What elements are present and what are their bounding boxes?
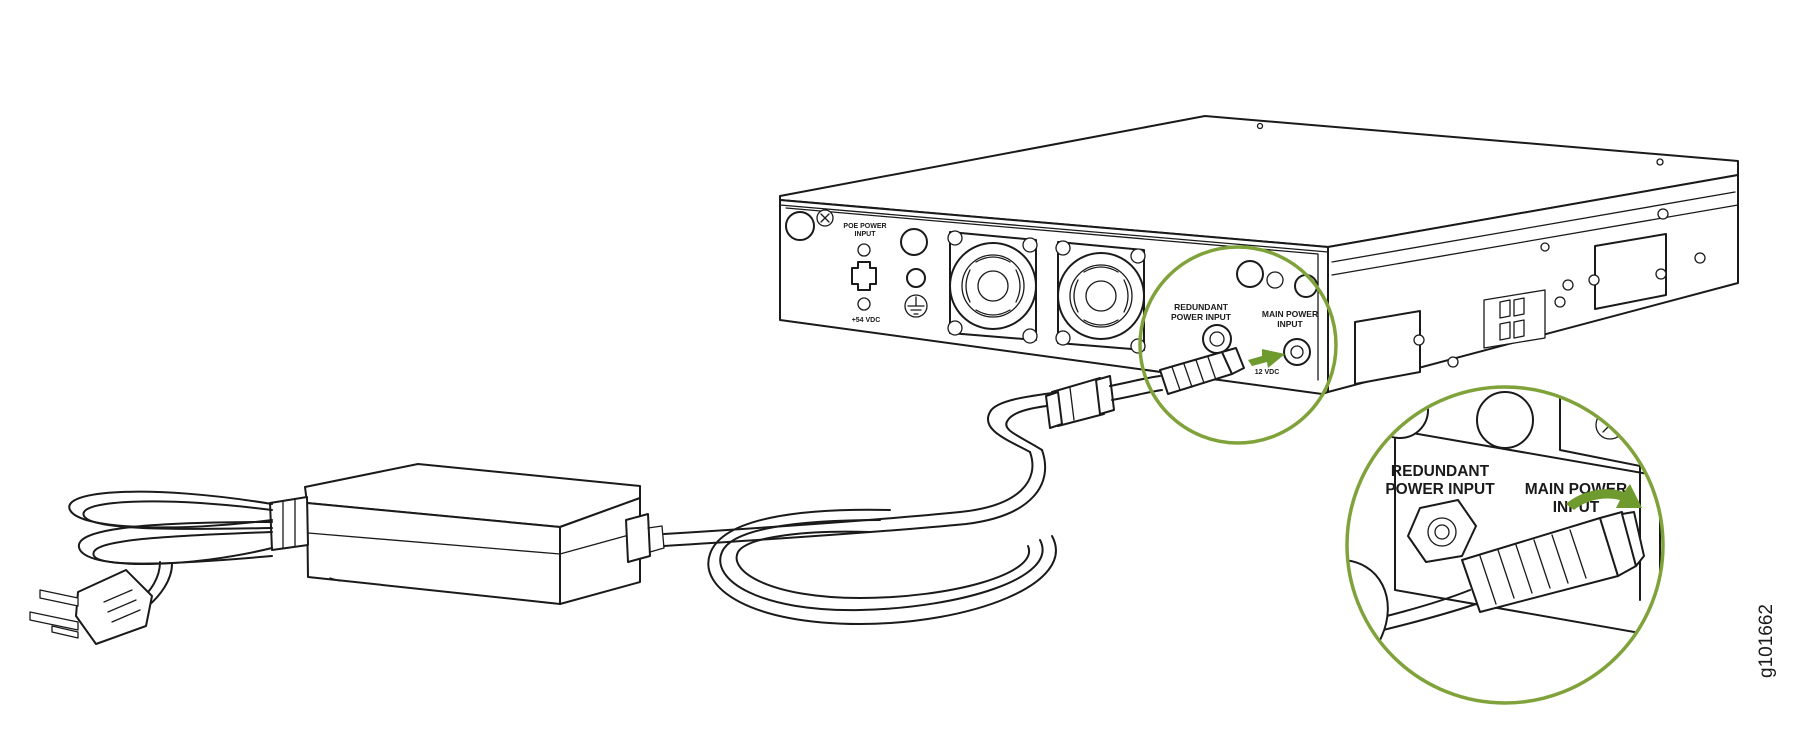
svg-text:REDUNDANT: REDUNDANT [1174,302,1229,312]
rotate-arrow-icon [1566,484,1642,510]
ferrite-bead [1045,375,1115,429]
fan-right [1055,240,1146,354]
fan-left [947,230,1038,344]
svg-text:MAIN POWER: MAIN POWER [1262,309,1318,319]
callout-circle-small [1138,245,1338,445]
dc-cord-strain-relief [625,513,651,563]
sim-lte-panel [1483,289,1546,349]
zoom-barrel-plug [1461,511,1645,613]
svg-text:POWER INPUT: POWER INPUT [1171,312,1232,322]
svg-text:+54 VDC: +54 VDC [852,317,881,324]
rear-power-inputs: REDUNDANT POWER INPUT MAIN POWER INPUT 1… [1171,302,1318,376]
side-panel [1354,208,1706,385]
rear-knob-right [1236,260,1264,288]
svg-text:POE POWER: POE POWER [843,223,886,230]
dc-power-cord [663,375,1163,625]
rear-knob-middle [900,228,928,256]
plug-prong-top [39,589,79,607]
svg-text:POWER INPUT: POWER INPUT [1385,481,1495,498]
ac-power-cord [29,490,273,645]
dc-barrel-plug [1159,347,1245,395]
rear-panel: POE POWER INPUT +54 VDC [785,209,1318,376]
device-chassis [779,115,1739,395]
svg-text:INPUT: INPUT [855,231,877,238]
plug-prong-bottom [29,611,79,631]
poe-connector-icon [851,261,877,291]
figure-id: g101662 [1756,604,1777,678]
svg-text:INPUT: INPUT [1277,319,1303,329]
power-adapter [269,463,665,605]
ac-plug [75,569,153,645]
rear-knob-left [785,211,815,241]
side-slot-left [1354,310,1421,385]
zoom-redundant-port [1407,499,1477,563]
poe-power-input: POE POWER INPUT +54 VDC [843,223,886,324]
zoom-callout: REDUNDANT POWER INPUT MAIN POWER INPUT [1345,385,1665,705]
ac-cord-strain-relief [269,496,309,551]
svg-text:REDUNDANT: REDUNDANT [1391,463,1490,480]
insert-arrow-icon [1248,349,1285,368]
svg-text:12 VDC: 12 VDC [1255,369,1280,376]
ground-terminal [904,268,928,318]
side-slot-right [1594,233,1667,310]
